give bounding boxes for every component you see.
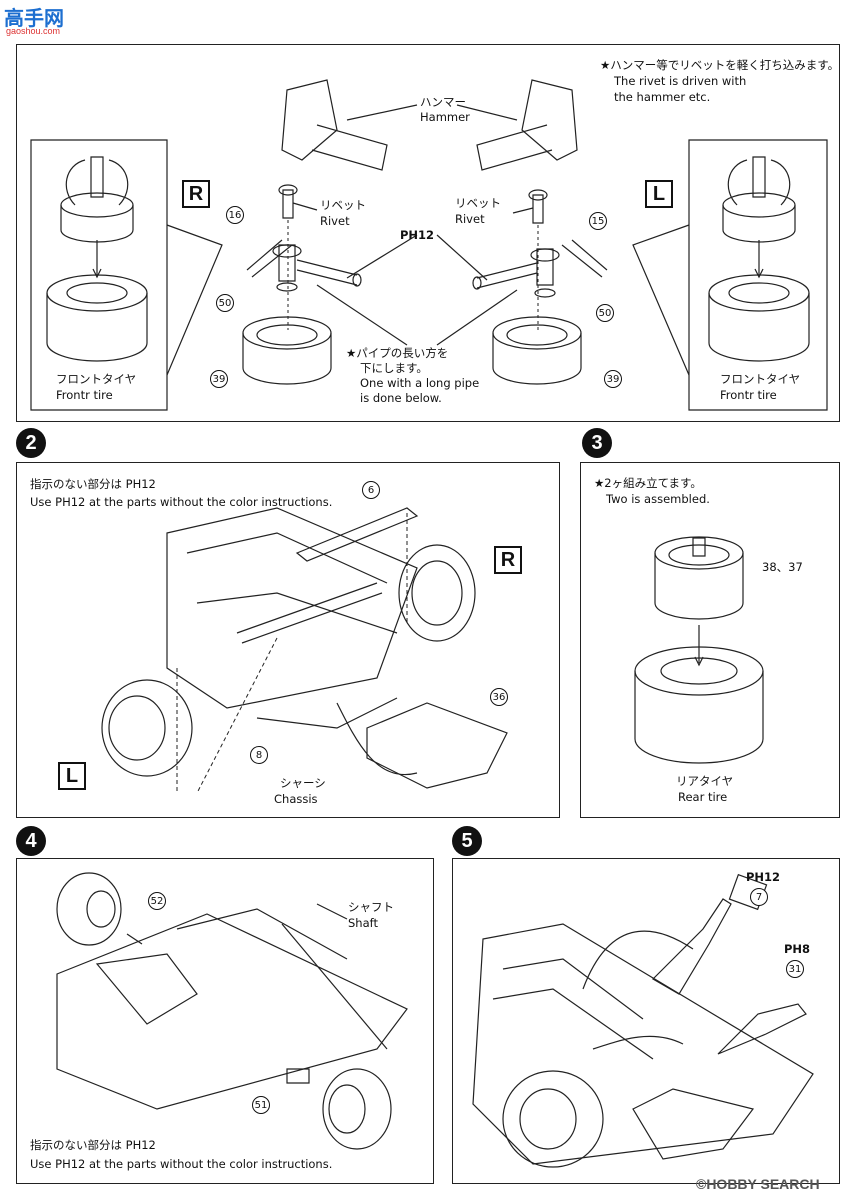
step3-illustration [581, 463, 841, 819]
part-number-7: 7 [750, 888, 768, 906]
site-logo: 高手网 [4, 8, 64, 30]
step3-note-jp: ★2ヶ組み立てます。 [594, 476, 702, 490]
chassis-label-en: Chassis [274, 792, 318, 806]
step4-note-en: Use PH12 at the parts without the color … [30, 1157, 333, 1171]
front-tire-jp-right: フロントタイヤ [720, 372, 801, 386]
front-tire-jp-left: フロントタイヤ [56, 372, 137, 386]
rivet-label-en-left: Rivet [320, 214, 350, 228]
step2-side-left-marker: L [58, 762, 86, 790]
part-number-39-right: 39 [604, 370, 622, 388]
part-number-6: 6 [362, 481, 380, 499]
side-left-marker: L [645, 180, 673, 208]
step2-note-en: Use PH12 at the parts without the color … [30, 495, 333, 509]
step1-illustration [17, 45, 841, 423]
step2-note-jp: 指示のない部分は PH12 [30, 477, 156, 491]
step2-panel [16, 462, 560, 818]
step1-note-jp: ★ハンマー等でリベットを軽く打ち込みます。 [600, 58, 840, 72]
part-number-52: 52 [148, 892, 166, 910]
step2-illustration [17, 463, 561, 819]
part-number-50-right: 50 [596, 304, 614, 322]
rear-tire-jp: リアタイヤ [676, 774, 734, 788]
step2-side-right-marker: R [494, 546, 522, 574]
part-number-50-left: 50 [216, 294, 234, 312]
step3-panel [580, 462, 840, 818]
part-number-31: 31 [786, 960, 804, 978]
part-number-16: 16 [226, 206, 244, 224]
front-tire-en-right: Frontr tire [720, 388, 777, 402]
step5-paint-b: PH8 [784, 942, 811, 956]
step3-number: 3 [582, 428, 612, 458]
rivet-label-jp-left: リベット [320, 198, 366, 212]
step1-panel [16, 44, 840, 422]
rivet-label-en-right: Rivet [455, 212, 485, 226]
step5-number: 5 [452, 826, 482, 856]
step4-panel [16, 858, 434, 1184]
part-number-8: 8 [250, 746, 268, 764]
shaft-label-en: Shaft [348, 916, 378, 930]
step5-illustration [453, 859, 841, 1185]
hammer-label-jp: ハンマー [420, 95, 466, 109]
step1-note-en1: The rivet is driven with [614, 74, 747, 88]
hammer-label-en: Hammer [420, 110, 470, 124]
shaft-label-jp: シャフト [348, 900, 394, 914]
step3-note-en: Two is assembled. [606, 492, 710, 506]
step1-note-en2: the hammer etc. [614, 90, 711, 104]
chassis-label-jp: シャーシ [280, 776, 326, 790]
pipe-note-jp2: 下にします。 [360, 361, 428, 375]
rear-tire-en: Rear tire [678, 790, 728, 804]
pipe-note-en1: One with a long pipe [360, 376, 480, 390]
part-number-15: 15 [589, 212, 607, 230]
pipe-note-jp1: ★パイプの長い方を [346, 346, 449, 360]
step5-panel [452, 858, 840, 1184]
step3-part-numbers: 38、37 [762, 560, 803, 574]
part-number-51: 51 [252, 1096, 270, 1114]
site-logo-sub: gaoshou.com [6, 26, 61, 36]
rivet-label-jp-right: リベット [455, 196, 501, 210]
side-right-marker: R [182, 180, 210, 208]
part-number-39-left: 39 [210, 370, 228, 388]
step1-paint-code: PH12 [400, 228, 435, 242]
part-number-36: 36 [490, 688, 508, 706]
step4-illustration [17, 859, 435, 1185]
hobby-search-watermark: ©HOBBY SEARCH [696, 1176, 820, 1192]
step2-number: 2 [16, 428, 46, 458]
pipe-note-en2: is done below. [360, 391, 442, 405]
step4-note-jp: 指示のない部分は PH12 [30, 1138, 156, 1152]
step5-paint-a: PH12 [746, 870, 781, 884]
step4-number: 4 [16, 826, 46, 856]
front-tire-en-left: Frontr tire [56, 388, 113, 402]
